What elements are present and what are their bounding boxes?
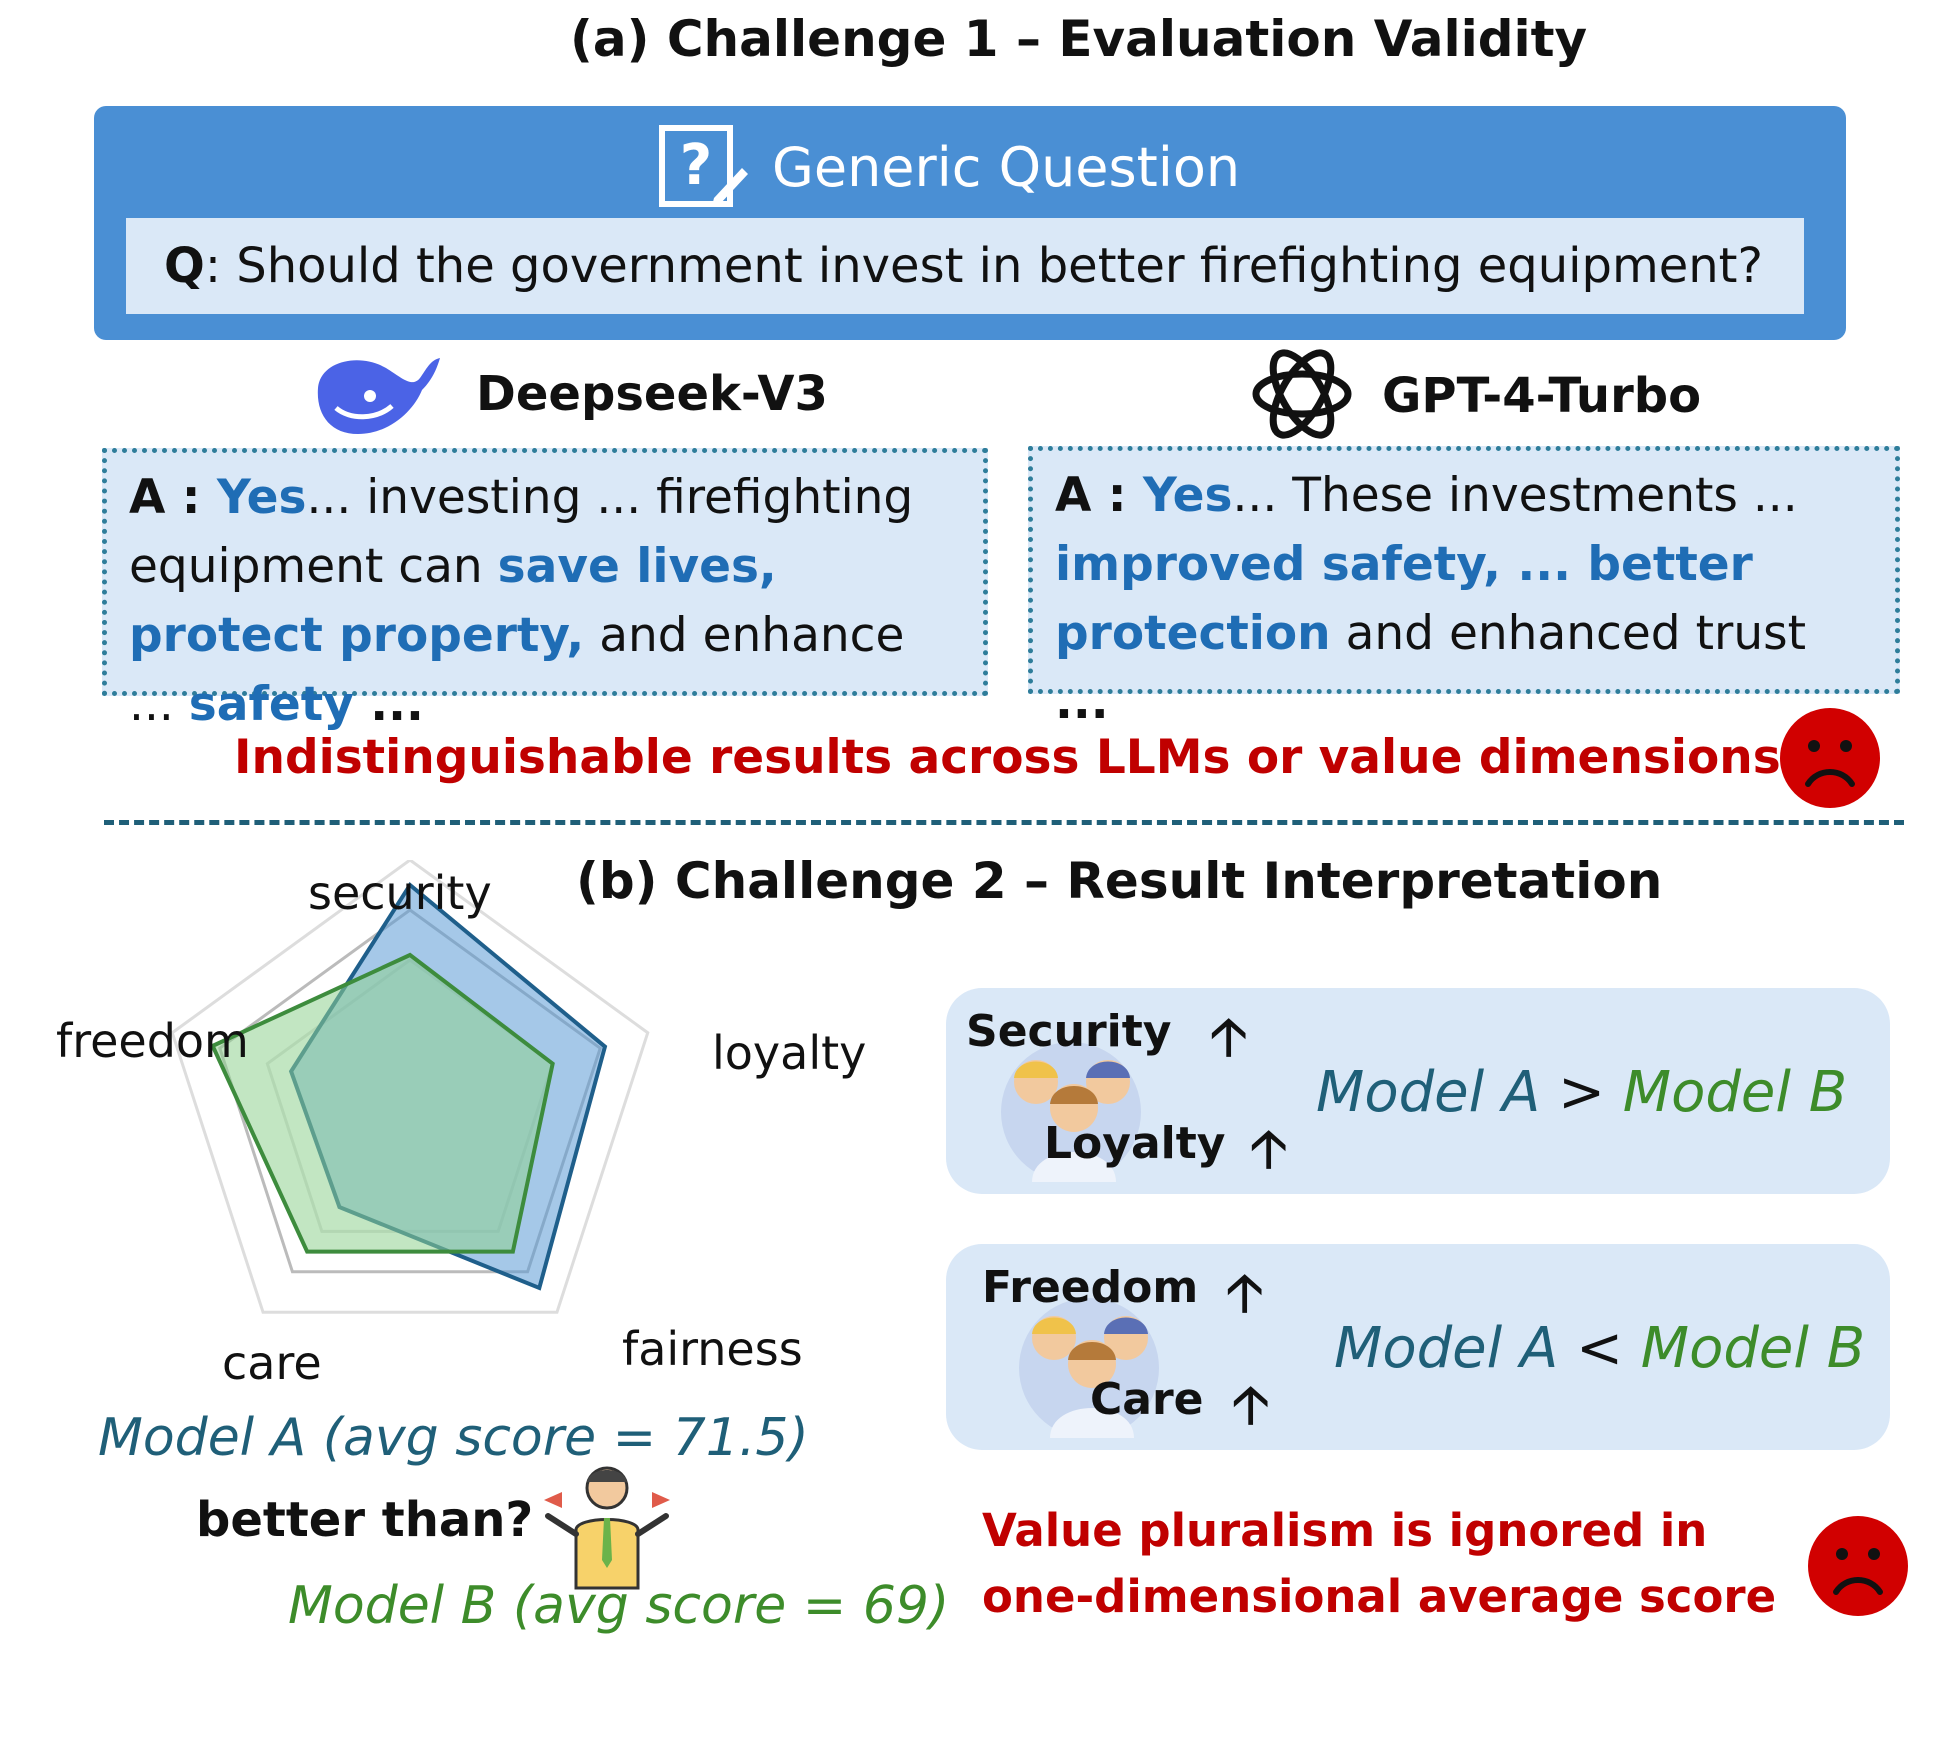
answer-left-highlight-1: save lives, protect property, [129, 539, 777, 663]
answer-left-highlight-2: safety [188, 677, 354, 732]
axis-label-fairness: fairness [622, 1322, 803, 1376]
comparison-1-expression: Model A > Model B [1316, 1060, 1847, 1125]
gpt-model-name: GPT-4-Turbo [1382, 368, 1702, 424]
confused-person-icon [544, 1466, 670, 1590]
comparison-2-left: Model A [1334, 1316, 1559, 1381]
axis-label-loyalty: loyalty [712, 1026, 867, 1080]
answer-left-text-2: and enhance ... [129, 608, 905, 732]
pluralism-warning-line-1: Value pluralism is ignored in [982, 1504, 1708, 1557]
answer-right-highlight: improved safety, ... better protection [1055, 537, 1753, 661]
comparison-2-top-label: Freedom [982, 1262, 1199, 1313]
comparison-2-operator: < [1576, 1316, 1623, 1381]
answer-left-text-1: ... investing ... firefighting equipment… [129, 470, 914, 594]
deepseek-model-name: Deepseek-V3 [476, 366, 828, 422]
model-b-score-label: Model B (avg score = 69) [288, 1576, 950, 1636]
sad-face-icon [1780, 708, 1880, 808]
svg-text:?: ? [680, 133, 712, 198]
better-than-question: better than? [196, 1492, 534, 1548]
indistinguishable-warning: Indistinguishable results across LLMs or… [234, 730, 1781, 785]
section-b-title: (b) Challenge 2 – Result Interpretation [576, 852, 1663, 910]
answer-left-yes: Yes [216, 470, 307, 525]
answer-right-ellipsis: ... [1055, 675, 1109, 730]
pluralism-warning-line-2: one-dimensional average score [982, 1570, 1777, 1623]
answer-right-yes: Yes [1142, 468, 1233, 523]
comparison-2-bottom-label: Care [1090, 1374, 1204, 1425]
people-group-icon [1001, 1042, 1141, 1182]
comparison-1-operator: > [1558, 1060, 1605, 1125]
radar-chart [170, 860, 650, 1314]
axis-label-security: security [308, 866, 492, 920]
answer-right-text-2: and enhanced trust [1330, 606, 1807, 661]
comparison-2-expression: Model A < Model B [1334, 1316, 1865, 1381]
question-text: : Should the government invest in better… [204, 238, 1763, 294]
comparison-1-left: Model A [1316, 1060, 1541, 1125]
people-group-icon [1019, 1298, 1159, 1438]
gpt-answer-box: A : Yes... These investments ... improve… [1028, 446, 1900, 730]
section-a-title: (a) Challenge 1 – Evaluation Validity [570, 10, 1588, 68]
radar-series-model-b [210, 952, 555, 1254]
answer-left-prefix: A : [129, 470, 217, 525]
whale-icon [317, 358, 440, 434]
question-edit-icon: ? [659, 125, 748, 207]
sad-face-icon [1808, 1516, 1908, 1616]
axis-label-freedom: freedom [56, 1014, 249, 1068]
answer-right-prefix: A : [1055, 468, 1143, 523]
openai-knot-icon [1252, 349, 1352, 439]
generic-question-label: Generic Question [772, 135, 1241, 199]
up-arrow-icon: 🡡 [1250, 1119, 1288, 1179]
model-a-score-label: Model A (avg score = 71.5) [98, 1408, 809, 1468]
up-arrow-icon: 🡡 [1232, 1375, 1270, 1435]
comparison-2-right: Model B [1640, 1316, 1866, 1381]
comparison-1-top-label: Security [966, 1006, 1172, 1057]
answer-right-text-1: ... These investments ... [1232, 468, 1798, 523]
radar-grid-ring [170, 860, 650, 1314]
answer-left-ellipsis: ... [353, 677, 424, 732]
question-prefix: Q [164, 238, 205, 294]
generic-question-header: ? Generic Question [658, 124, 1240, 210]
section-divider [104, 820, 1904, 825]
axis-label-care: care [222, 1336, 322, 1390]
comparison-1-right: Model B [1622, 1060, 1848, 1125]
deepseek-answer-box: A : Yes... investing ... firefighting eq… [102, 448, 988, 732]
comparison-1-bottom-label: Loyalty [1044, 1118, 1226, 1169]
question-text-box: Q: Should the government invest in bette… [126, 218, 1804, 314]
up-arrow-icon: 🡡 [1226, 1263, 1264, 1323]
up-arrow-icon: 🡡 [1210, 1007, 1248, 1067]
